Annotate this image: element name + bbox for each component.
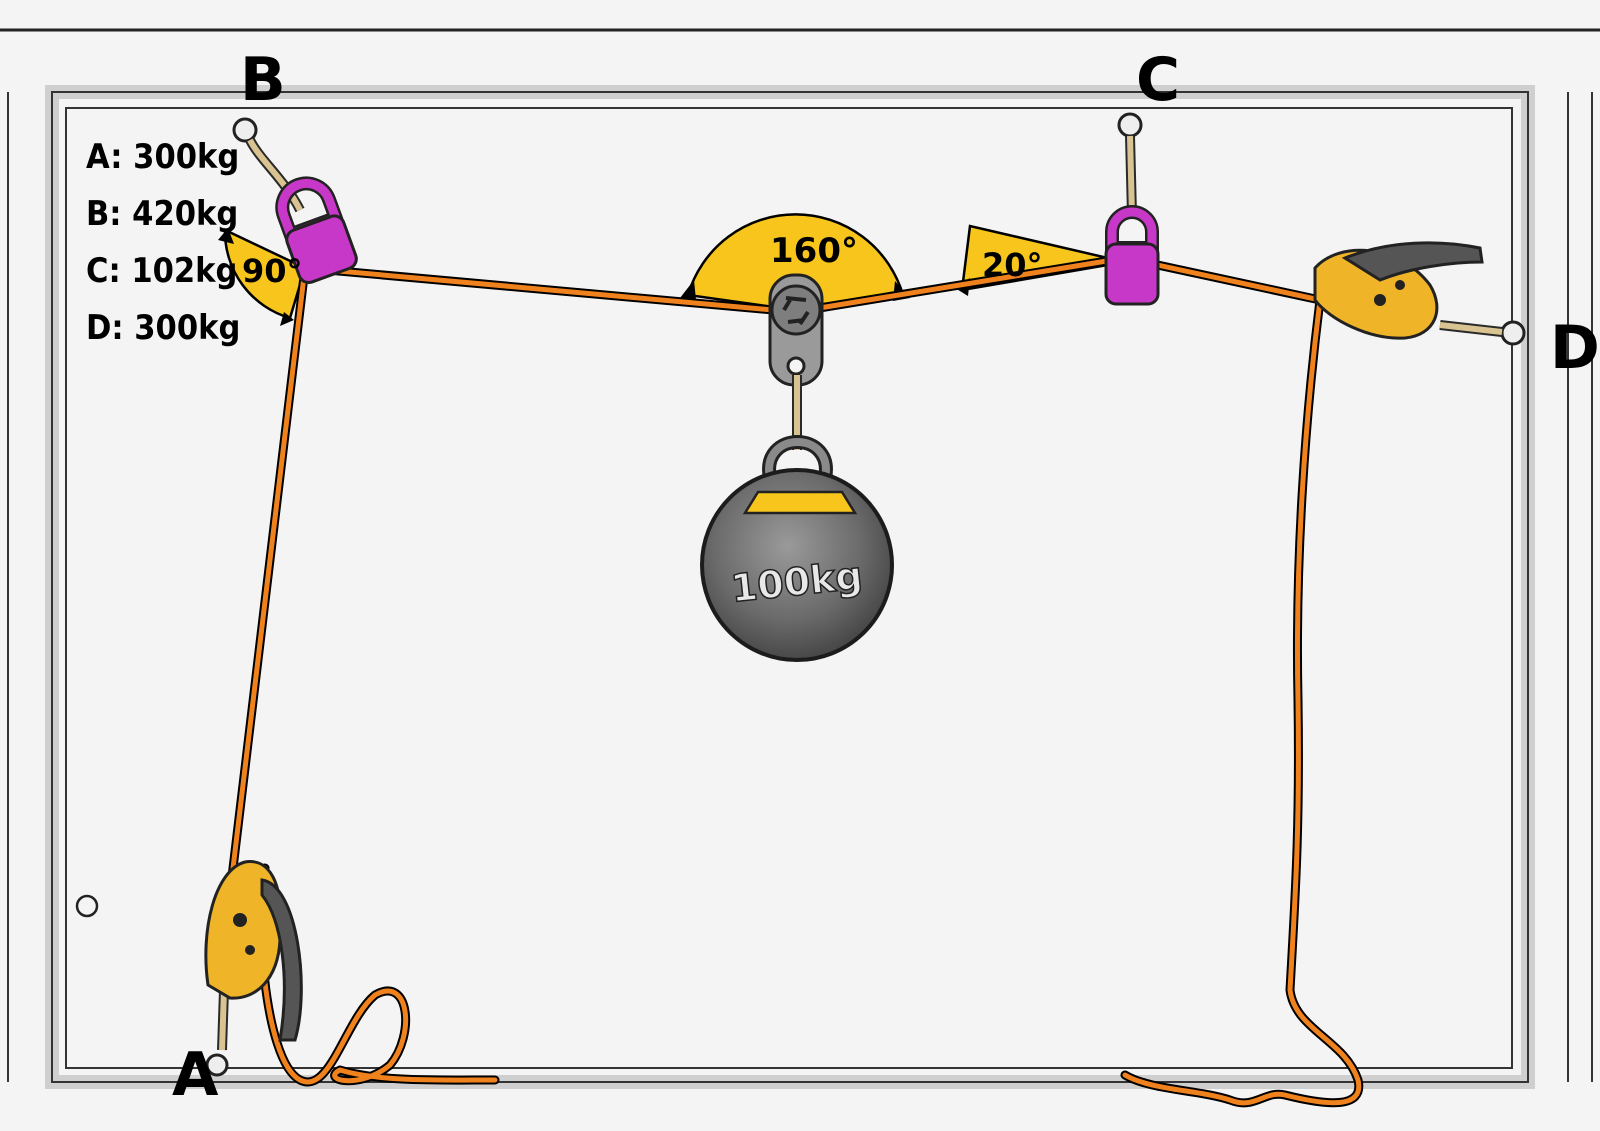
wall-ring-icon — [75, 894, 99, 918]
anchor-label-b: B — [240, 45, 286, 115]
belay-device-a-icon — [204, 860, 303, 1077]
legend-item-d: D: 300kg — [86, 308, 240, 348]
carabiner-c-icon — [1104, 205, 1160, 306]
anchor-c — [1104, 112, 1160, 306]
pulley-icon — [768, 273, 824, 387]
angle-label-c: 20° — [982, 246, 1043, 284]
anchor-label-a: A — [172, 1040, 219, 1110]
legend-item-c: C: 102kg — [86, 251, 237, 291]
carabiner-b-icon — [275, 176, 358, 285]
anchor-b — [232, 117, 358, 285]
angle-b-marker — [218, 228, 307, 326]
anchor-label-d: D — [1550, 313, 1600, 383]
load-legend: A: 300kg B: 420kg C: 102kg D: 300kg — [86, 137, 240, 348]
anchor-label-c: C — [1136, 45, 1180, 115]
rope — [220, 253, 1364, 1108]
legend-item-b: B: 420kg — [86, 194, 238, 234]
weight-icon: 100kg — [700, 468, 894, 662]
legend-item-a: A: 300kg — [86, 137, 239, 177]
angle-label-pulley: 160° — [770, 231, 858, 271]
frame — [0, 28, 1600, 1089]
belay-device-d-icon — [1313, 241, 1526, 346]
pulley-assembly: 100kg — [700, 273, 894, 662]
angle-label-b: 90° — [242, 252, 303, 290]
